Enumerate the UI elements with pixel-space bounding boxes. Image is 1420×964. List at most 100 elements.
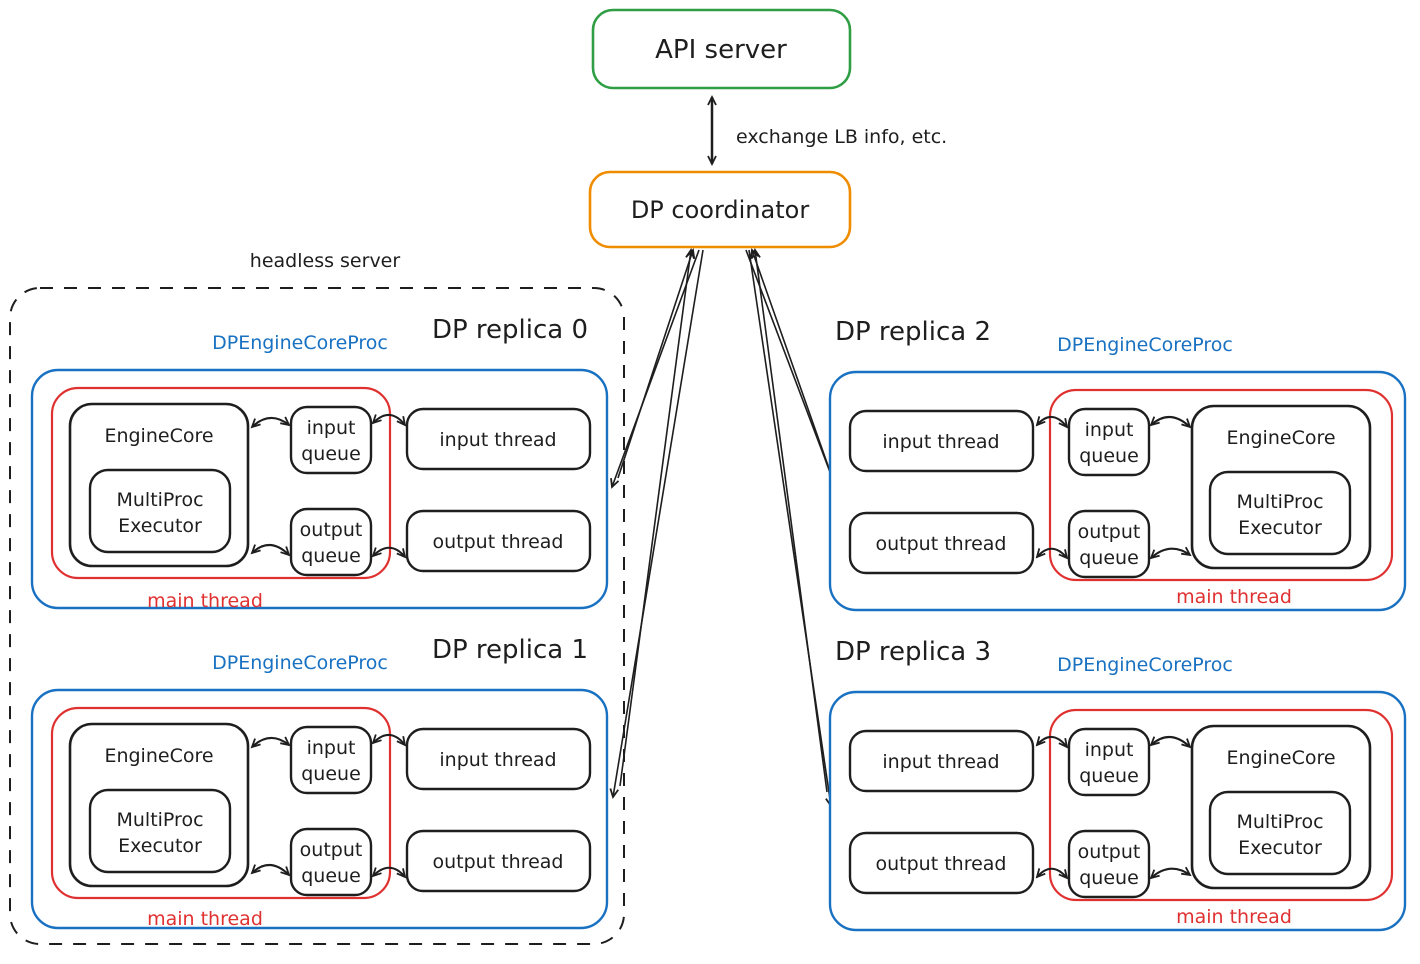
input-queue-box — [289, 405, 373, 475]
inputqueue-engine-arrow — [1149, 735, 1192, 749]
replica0-coordinator-up-arrow — [617, 248, 696, 479]
replica-title: DP replica 3 — [835, 637, 991, 667]
output-thread-label: output thread — [433, 531, 564, 553]
engine-outputqueue-arrow — [250, 863, 291, 877]
exchange-lb-label: exchange LB info, etc. — [736, 126, 947, 148]
multiproc-executor-label-line2: Executor — [1238, 517, 1322, 539]
coordinator-replica3-down-arrow — [748, 249, 835, 808]
engine-inputqueue-arrow — [250, 416, 291, 429]
engine-outputqueue-arrow — [1149, 866, 1192, 880]
input-queue-box — [1067, 727, 1151, 797]
multiproc-executor-box — [88, 788, 232, 874]
input-thread-label: input thread — [882, 431, 999, 453]
dpenginecoreproc-label: DPEngineCoreProc — [212, 332, 388, 354]
api-server-label: API server — [655, 35, 787, 65]
output-queue-box — [289, 507, 373, 577]
input-thread-box — [405, 727, 592, 791]
dp-coordinator-box — [588, 170, 852, 249]
input-thread-box — [848, 729, 1035, 793]
input-queue-label-line1: input — [307, 737, 356, 759]
main-thread-label: main thread — [147, 908, 263, 930]
output-thread-label: output thread — [876, 853, 1007, 875]
outputqueue-outputthread-arrow — [371, 866, 407, 879]
input-queue-label-line2: queue — [301, 443, 361, 465]
output-queue-box — [289, 827, 373, 897]
coordinator-replica1-down-arrow — [609, 249, 704, 799]
outputqueue-outputthread-arrow — [371, 546, 407, 559]
multiproc-executor-box — [1208, 790, 1352, 876]
output-queue-label-line2: queue — [1079, 867, 1139, 889]
main-thread-boundary — [1048, 708, 1394, 902]
api-server-node: API server — [591, 8, 852, 90]
input-thread-label: input thread — [882, 751, 999, 773]
dp-replica-0-group: DP replica 0 DPEngineCoreProc EngineCore… — [30, 315, 609, 612]
engine-core-label: EngineCore — [1226, 427, 1335, 449]
dpenginecoreproc-label: DPEngineCoreProc — [1057, 654, 1233, 676]
output-queue-label-line1: output — [300, 839, 363, 861]
input-queue-box — [289, 725, 373, 795]
output-queue-label-line1: output — [300, 519, 363, 541]
main-thread-label: main thread — [1176, 586, 1292, 608]
headless-server-boundary — [9, 287, 625, 945]
output-queue-box — [1067, 829, 1151, 899]
output-thread-label: output thread — [433, 851, 564, 873]
replica-title: DP replica 1 — [432, 635, 588, 665]
input-queue-label-line2: queue — [301, 763, 361, 785]
coordinator-replica0-down-arrow — [610, 249, 700, 489]
input-thread-label: input thread — [439, 429, 556, 451]
output-queue-label-line2: queue — [1079, 547, 1139, 569]
multiproc-executor-label-line2: Executor — [118, 515, 202, 537]
input-thread-box — [405, 407, 592, 471]
multiproc-executor-label-line1: MultiProc — [1236, 811, 1323, 833]
main-thread-boundary — [50, 386, 392, 580]
output-queue-label-line2: queue — [301, 865, 361, 887]
input-queue-box — [1067, 407, 1151, 477]
output-thread-box — [848, 831, 1035, 895]
output-queue-label-line1: output — [1078, 841, 1141, 863]
replica1-coordinator-up-arrow — [619, 248, 695, 787]
inputqueue-inputthread-arrow — [371, 733, 407, 747]
engine-core-label: EngineCore — [104, 425, 213, 447]
input-queue-label-line1: input — [1085, 739, 1134, 761]
input-queue-label-line2: queue — [1079, 765, 1139, 787]
engine-outputqueue-arrow — [250, 543, 291, 557]
main-thread-label: main thread — [1176, 906, 1292, 928]
input-thread-label: input thread — [439, 749, 556, 771]
dpenginecoreproc-label: DPEngineCoreProc — [1057, 334, 1233, 356]
engine-outputqueue-arrow — [1149, 546, 1192, 560]
multiproc-executor-box — [1208, 470, 1352, 556]
multiproc-executor-label-line2: Executor — [1238, 837, 1322, 859]
engine-inputqueue-arrow — [250, 736, 291, 749]
output-queue-label-line2: queue — [301, 545, 361, 567]
input-queue-label-line1: input — [307, 417, 356, 439]
output-thread-box — [405, 509, 592, 573]
multiproc-executor-box — [88, 468, 232, 554]
output-thread-box — [405, 829, 592, 893]
multiproc-executor-label-line2: Executor — [118, 835, 202, 857]
dp-coordinator-label: DP coordinator — [631, 196, 810, 224]
engine-core-label: EngineCore — [1226, 747, 1335, 769]
output-thread-label: output thread — [876, 533, 1007, 555]
dp-coordinator-node: DP coordinator — [588, 170, 852, 249]
dpenginecoreproc-label: DPEngineCoreProc — [212, 652, 388, 674]
inputqueue-engine-arrow — [1149, 415, 1192, 429]
output-thread-box — [848, 511, 1035, 575]
dp-replica-3-group: DP replica 3 DPEngineCoreProc EngineCore… — [828, 637, 1407, 932]
replica-title: DP replica 0 — [432, 315, 588, 345]
main-thread-boundary — [1048, 388, 1394, 582]
headless-server-label: headless server — [250, 250, 401, 272]
output-queue-box — [1067, 509, 1151, 579]
output-queue-label-line1: output — [1078, 521, 1141, 543]
multiproc-executor-label-line1: MultiProc — [116, 809, 203, 831]
inputthread-inputqueue-arrow — [1035, 415, 1069, 429]
api-server-box — [591, 8, 852, 90]
multiproc-executor-label-line1: MultiProc — [1236, 491, 1323, 513]
dp-replica-1-group: DP replica 1 DPEngineCoreProc EngineCore… — [30, 635, 609, 930]
dp-replica-2-group: DP replica 2 DPEngineCoreProc EngineCore… — [828, 317, 1407, 612]
inputthread-inputqueue-arrow — [1035, 735, 1069, 749]
main-thread-boundary — [50, 706, 392, 900]
input-queue-label-line2: queue — [1079, 445, 1139, 467]
inputqueue-inputthread-arrow — [371, 413, 407, 427]
